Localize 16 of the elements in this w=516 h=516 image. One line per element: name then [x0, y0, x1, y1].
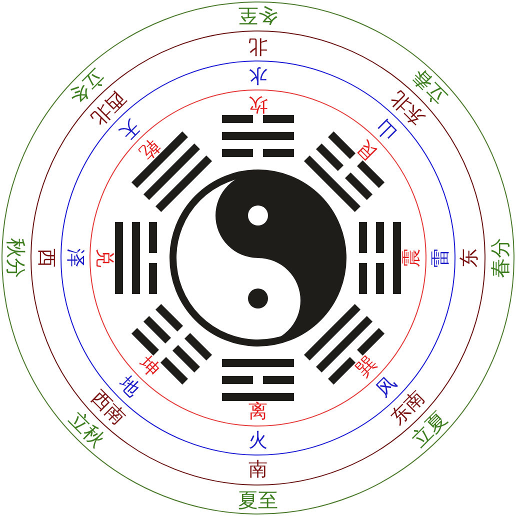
solar-term-label: 冬至	[238, 6, 278, 26]
element-label: 火	[248, 432, 268, 450]
trigram-name-label: 兑	[94, 248, 114, 268]
trigram-name-label: 震	[402, 248, 422, 268]
direction-label: 西	[36, 248, 56, 268]
element-label: 雷	[432, 248, 450, 268]
direction-label: 南	[248, 460, 268, 480]
element-label: 水	[248, 66, 268, 84]
solar-term-label: 春分	[490, 238, 510, 278]
trigram-name-label: 坎	[248, 94, 268, 114]
direction-label: 东	[460, 248, 480, 268]
solar-term-label: 秋分	[6, 238, 26, 278]
solar-term-label: 夏至	[238, 490, 278, 510]
trigram-name-label: 离	[248, 402, 268, 422]
direction-label: 北	[248, 36, 268, 56]
element-label: 泽	[66, 248, 84, 268]
